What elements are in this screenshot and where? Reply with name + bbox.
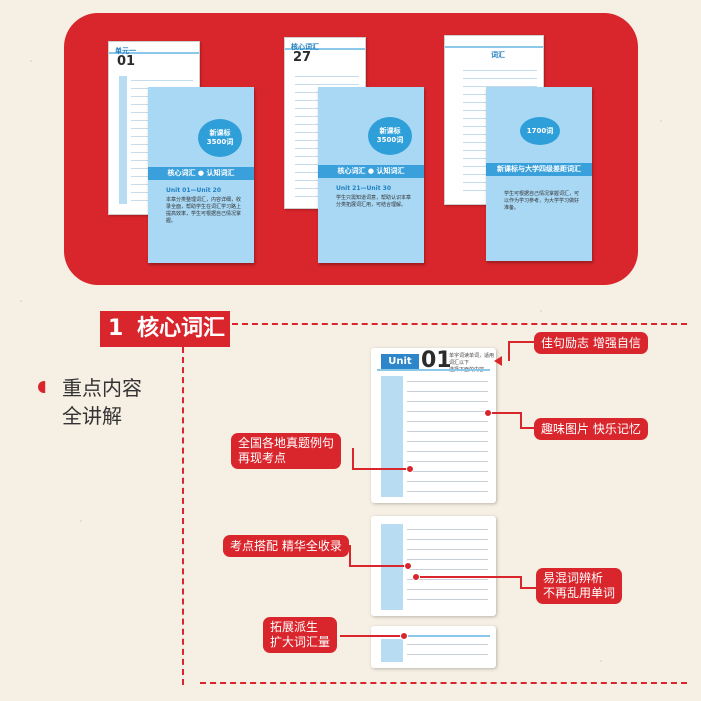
section-divider-vertical: [182, 347, 184, 685]
book-3-cover-band: 新课标与大学四级差距词汇: [486, 163, 592, 176]
book-1: 单元一 01 新课标 3500词 核心词汇 ● 认知词汇 Unit 01—Uni…: [108, 41, 258, 271]
marker-dot: [400, 632, 408, 640]
callout-derivation-line-2: 扩大词汇量: [270, 635, 331, 649]
book-1-cover-band: 核心词汇 ● 认知词汇: [148, 167, 254, 180]
book-3-burst-badge: 1700词: [520, 117, 560, 145]
left-title-line-2: 全讲解: [62, 404, 122, 428]
section-title: 核心词汇: [136, 316, 225, 341]
callout-exam-line-2: 再现考点: [238, 451, 287, 465]
book-1-description: 本章分类整理词汇，内容详细，收录全面，帮助学生在词汇学习路上提高效率，学生可根据…: [166, 197, 242, 224]
marker-dot: [406, 465, 414, 473]
section-divider-bottom: [200, 682, 687, 684]
book-3-page-header: 词汇: [491, 51, 505, 59]
unit-number: 01: [421, 348, 452, 373]
background-speck: [20, 300, 22, 302]
background-speck: [660, 120, 662, 122]
book-3: 词汇 1700词 新课标与大学四级差距词汇 学生可根据自己情况掌握词汇，可以作为…: [444, 35, 614, 267]
marker-dot: [404, 562, 412, 570]
book-2-burst-badge: 新课标 3500词: [368, 117, 412, 155]
book-2-units: Unit 21—Unit 30: [336, 185, 392, 192]
callout-confusing-line-2: 不再乱用单词: [543, 586, 616, 600]
callout-fun-images: 趣味图片 快乐记忆: [534, 418, 648, 440]
callout-exam-examples: 全国各地真题例句 再现考点: [231, 433, 342, 469]
unit-label: Unit: [381, 354, 419, 370]
book-2-cover: 新课标 3500词 核心词汇 ● 认知词汇 Unit 21—Unit 30 学生…: [318, 87, 424, 263]
sample-page-derivation: [371, 626, 496, 668]
left-title-line-1: 重点内容: [62, 376, 142, 400]
callout-derivation-line-1: 拓展派生: [270, 620, 319, 634]
book-2: 核心词汇 27 新课标 3500词 核心词汇 ● 认知词汇 Unit 21—Un…: [284, 37, 434, 269]
callout-collocations: 考点搭配 精华全收录: [223, 535, 349, 557]
section-badge: 1 核心词汇: [100, 311, 230, 347]
book-2-description: 学生只需知道词意，帮助认识本章分类拓展词汇用，可结合理解。: [336, 195, 412, 208]
sample-page-unit: Unit 01 单字词读单词，适用词汇以下 选择下面的内容: [371, 348, 496, 503]
book-showcase-panel: 单元一 01 新课标 3500词 核心词汇 ● 认知词汇 Unit 01—Uni…: [64, 13, 638, 285]
callout-confusing-words: 易混词辨析 不再乱用单词: [536, 568, 623, 604]
book-2-page-header: 核心词汇: [291, 43, 319, 51]
book-2-cover-band: 核心词汇 ● 认知词汇: [318, 165, 424, 178]
book-1-unit-number: 01: [117, 54, 136, 69]
book-1-cover: 新课标 3500词 核心词汇 ● 认知词汇 Unit 01—Unit 20 本章…: [148, 87, 254, 263]
book-2-unit-number: 27: [293, 50, 312, 65]
book-1-units: Unit 01—Unit 20: [166, 187, 222, 194]
arrow-left-icon: [494, 356, 502, 366]
section-divider-top: [232, 323, 687, 325]
callout-confusing-line-1: 易混词辨析: [543, 571, 604, 585]
book-1-page-header: 单元一: [115, 47, 136, 55]
book-3-description: 学生可根据自己情况掌握词汇，可以作为学习参考，为大学学习做好准备。: [504, 191, 580, 211]
book-3-cover: 1700词 新课标与大学四级差距词汇 学生可根据自己情况掌握词汇，可以作为学习参…: [486, 87, 592, 261]
book-1-burst-badge: 新课标 3500词: [198, 119, 242, 157]
marker-dot: [484, 409, 492, 417]
background-speck: [80, 520, 82, 522]
background-speck: [540, 310, 542, 312]
left-title: 重点内容 全讲解: [62, 374, 142, 430]
callout-exam-line-1: 全国各地真题例句: [238, 436, 335, 450]
callout-derivation: 拓展派生 扩大词汇量: [263, 617, 338, 653]
background-speck: [30, 60, 32, 62]
callout-sentence: 佳句励志 增强自信: [534, 332, 648, 354]
section-number: 1: [108, 316, 124, 341]
bullet-dot: [38, 381, 46, 393]
marker-dot: [412, 573, 420, 581]
background-speck: [600, 660, 602, 662]
